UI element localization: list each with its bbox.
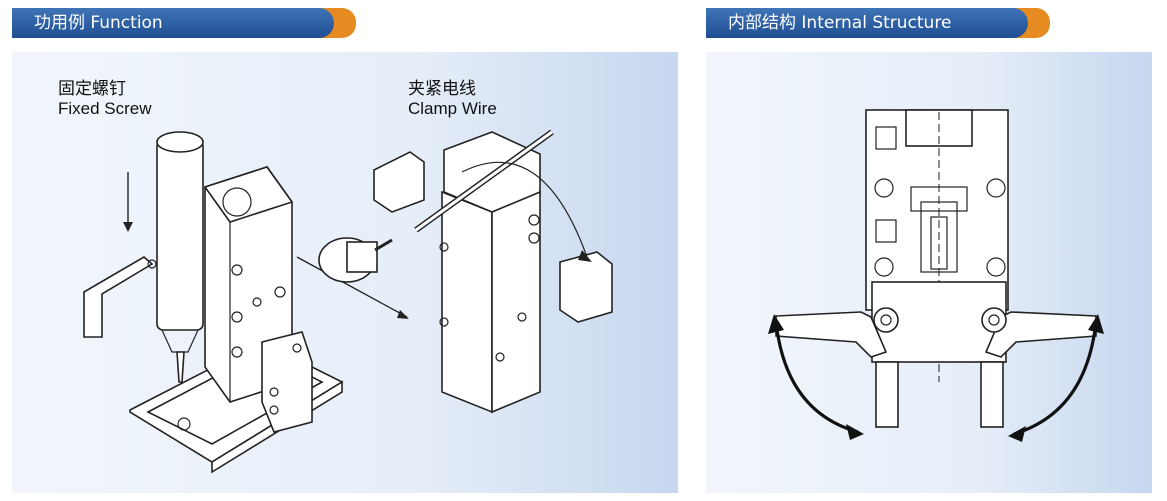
motion-arrows-icon — [296, 256, 409, 319]
cylinder-rod-drawing — [318, 237, 393, 283]
internal-structure-drawing — [768, 109, 1104, 442]
fixed-screw-label-en: Fixed Screw — [58, 99, 152, 118]
fixed-screw-label-cn: 固定螺钉 — [58, 79, 126, 98]
function-illustration — [83, 129, 613, 474]
screw-fixture-drawing — [83, 131, 344, 474]
function-section-tab: 功用例 Function — [12, 8, 356, 38]
structure-section-tab: 内部结构 Internal Structure — [706, 8, 1050, 38]
structure-panel — [706, 52, 1152, 493]
wire-clamp-drawing — [373, 129, 613, 414]
down-arrow-icon — [123, 172, 133, 232]
clamp-wire-label-en: Clamp Wire — [408, 99, 497, 118]
function-panel: 固定螺钉 Fixed Screw 夹紧电线 Clamp Wire — [12, 52, 678, 493]
structure-section-title: 内部结构 Internal Structure — [706, 8, 1028, 38]
function-section-title: 功用例 Function — [12, 8, 334, 38]
clamp-wire-label-cn: 夹紧电线 — [408, 79, 476, 98]
